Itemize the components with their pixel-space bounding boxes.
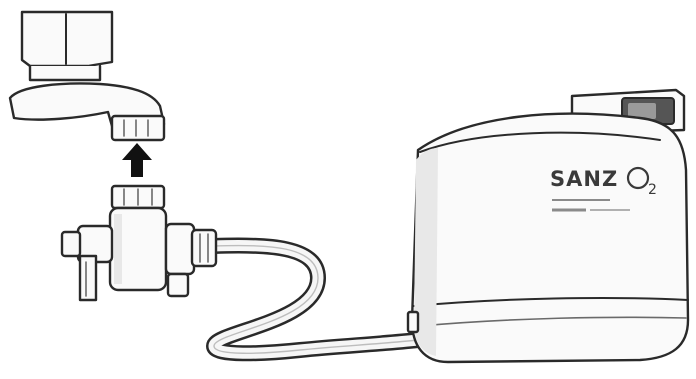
diverter-valve-icon [62,186,216,300]
faucet-icon [10,12,164,140]
brand-name-text: SANZ [550,167,618,191]
hose-icon [214,245,418,353]
brand-subscript-text: 2 [648,182,657,198]
up-arrow-icon [122,143,152,177]
water-unit-icon [408,90,688,362]
